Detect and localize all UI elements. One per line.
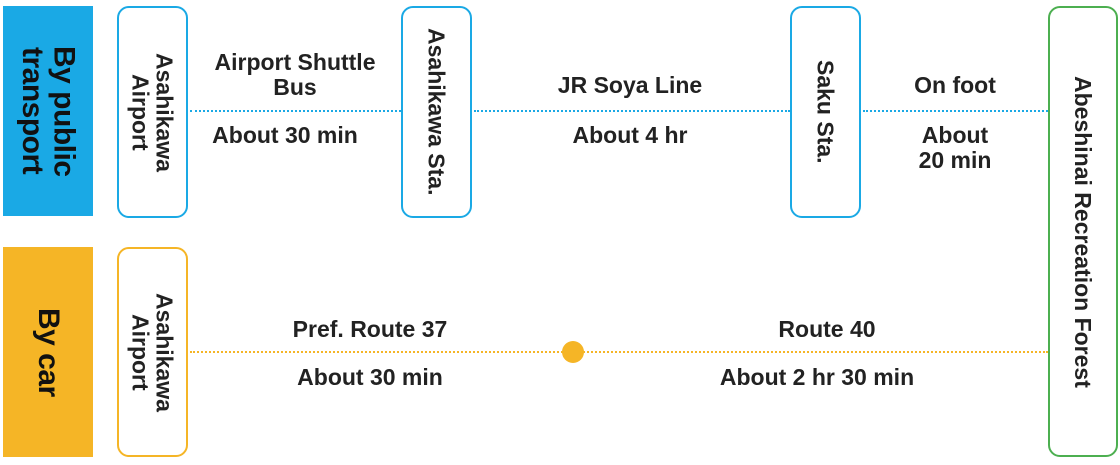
- car-route-junction-dot: [562, 341, 584, 363]
- public-transport-mode-tab: By public transport: [3, 6, 93, 216]
- segment-route-40-name: Route 40: [778, 316, 876, 342]
- public-airport-to-station-line: [190, 110, 401, 112]
- segment-shuttle-bus-duration: About 30 min: [212, 122, 358, 148]
- car-mode-tab: By car: [3, 247, 93, 457]
- destination-abeshinai-recreation-forest: Abeshinai Recreation Forest: [1048, 6, 1118, 457]
- segment-route-40-duration: About 2 hr 30 min: [719, 364, 915, 390]
- public-stop-asahikawa-station: Asahikawa Sta.: [401, 6, 472, 218]
- public-stop-asahikawa-airport: Asahikawa Airport: [117, 6, 188, 218]
- public-station-to-saku-line: [474, 110, 790, 112]
- segment-jr-soya-line-duration: About 4 hr: [572, 122, 688, 148]
- segment-on-foot-name: On foot: [914, 72, 996, 98]
- public-saku-to-forest-line: [863, 110, 1048, 112]
- car-junction-to-forest-line: [580, 351, 1048, 353]
- segment-shuttle-bus-name: Airport Shuttle Bus: [214, 49, 376, 101]
- segment-jr-soya-line-name: JR Soya Line: [557, 72, 703, 98]
- public-stop-saku-station: Saku Sta.: [790, 6, 861, 218]
- segment-on-foot-duration: About 20 min: [918, 122, 992, 174]
- segment-pref-route-37-duration: About 30 min: [297, 364, 443, 390]
- car-stop-asahikawa-airport: Asahikawa Airport: [117, 247, 188, 457]
- car-airport-to-junction-line: [190, 351, 570, 353]
- segment-pref-route-37-name: Pref. Route 37: [292, 316, 448, 342]
